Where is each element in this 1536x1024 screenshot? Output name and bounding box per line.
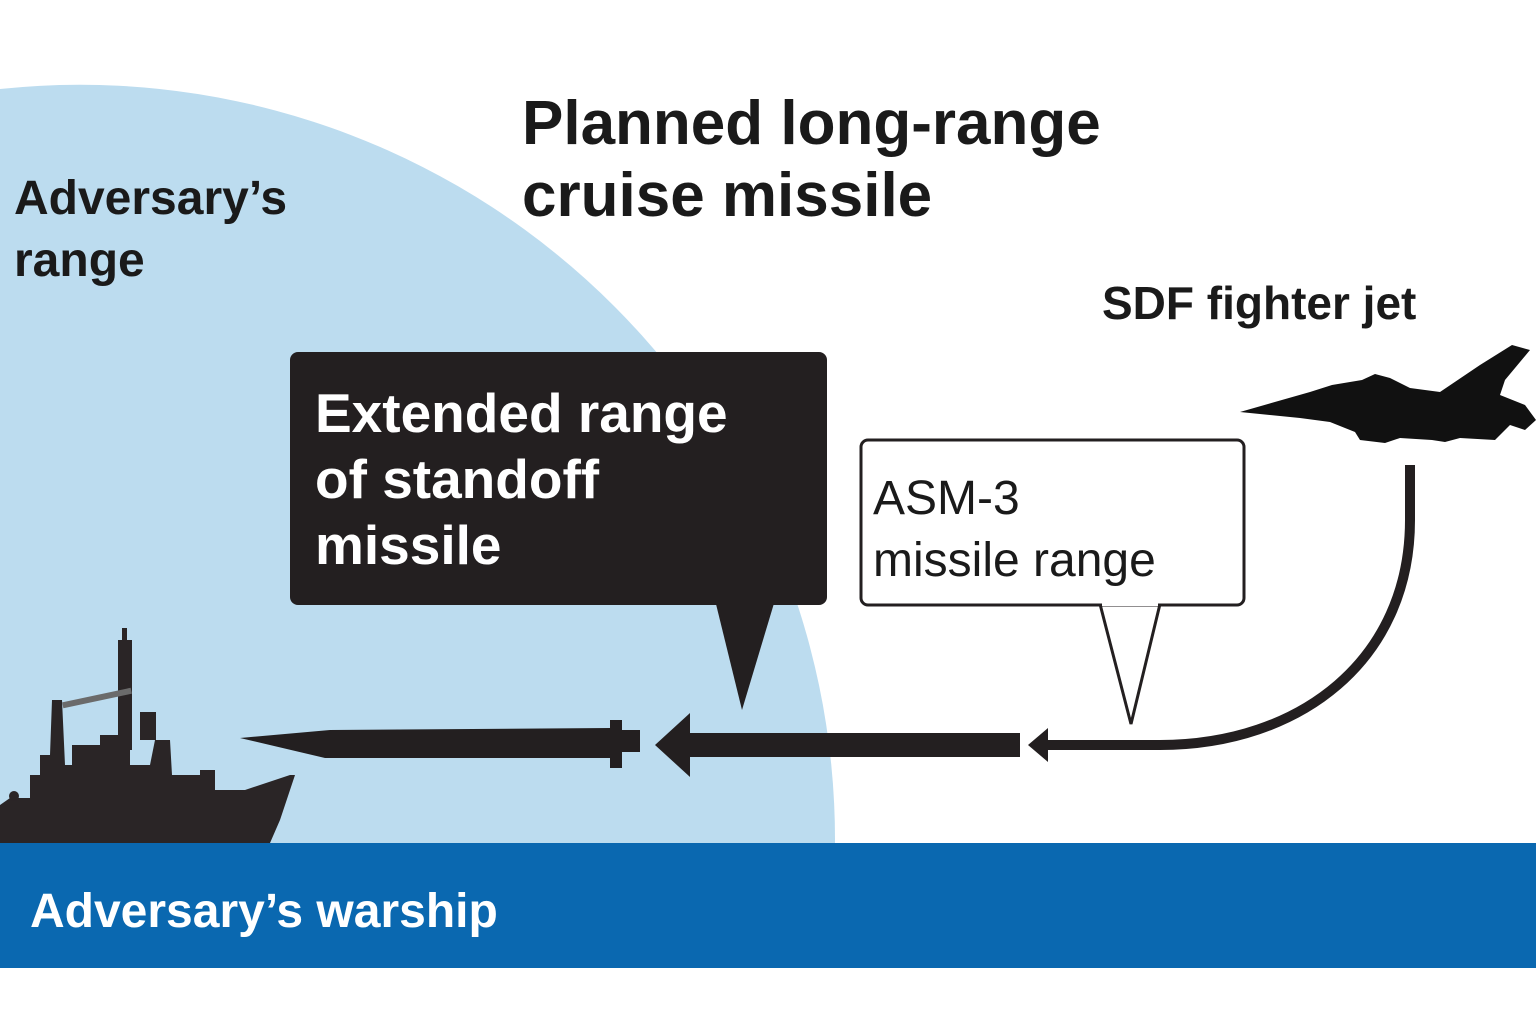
asm3-callout: [859, 438, 1246, 725]
extended-range-line-3: missile: [315, 514, 502, 576]
title-line-1: Planned long-range: [522, 89, 1101, 158]
extended-range-line-2: of standoff: [315, 448, 600, 510]
standoff-arrow-icon: [655, 713, 1020, 777]
cruise-missile-icon: [240, 720, 640, 768]
extended-range-callout: [290, 352, 827, 710]
fighter-jet-icon: [1240, 345, 1536, 443]
adversary-range-line-1: Adversary’s: [14, 172, 288, 225]
asm3-label: ASM-3 missile range: [873, 468, 1156, 592]
extended-range-line-1: Extended range: [315, 382, 728, 444]
sea-band: [0, 843, 1536, 968]
warship-label: Adversary’s warship: [30, 885, 498, 938]
extended-range-label: Extended range of standoff missile: [315, 380, 728, 578]
asm3-arrow-icon: [1028, 465, 1415, 762]
fighter-jet-label: SDF fighter jet: [1102, 277, 1417, 329]
asm3-line-1: ASM-3: [873, 472, 1020, 525]
asm3-line-2: missile range: [873, 534, 1156, 587]
adversary-range-label: Adversary’s range: [14, 168, 287, 292]
title-line-2: cruise missile: [522, 161, 933, 230]
diagram-title: Planned long-range cruise missile: [522, 88, 1101, 232]
adversary-range-line-2: range: [14, 234, 145, 287]
warship-icon: [0, 628, 295, 843]
